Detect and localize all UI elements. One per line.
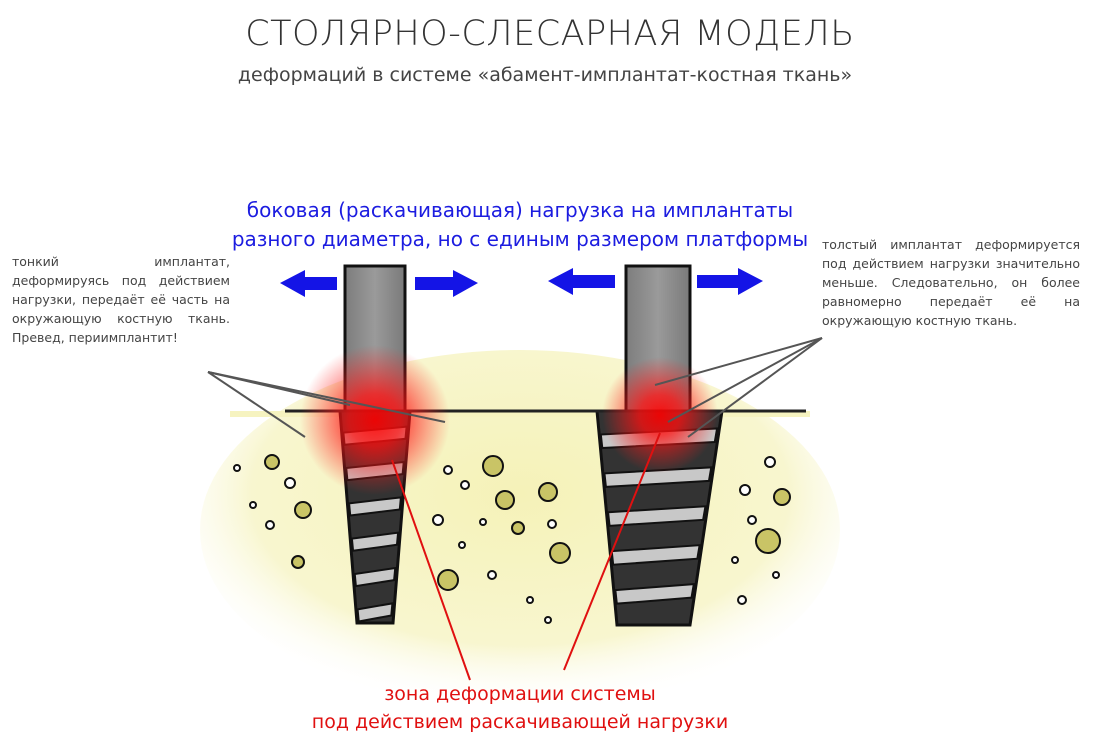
bone-particle xyxy=(526,596,534,604)
bone-particles xyxy=(233,454,791,624)
bone-particle xyxy=(249,501,257,509)
bone-particle xyxy=(482,455,504,477)
bone-particle xyxy=(773,488,791,506)
load-arrows xyxy=(280,268,763,297)
bone-particle xyxy=(547,519,557,529)
implant-thread xyxy=(353,566,397,588)
bone-particle xyxy=(265,520,275,530)
page-subtitle: деформаций в системе «абамент-имплантат-… xyxy=(237,64,853,86)
bone-particle xyxy=(737,595,747,605)
implant-thread xyxy=(356,602,394,623)
bone-particle xyxy=(437,569,459,591)
bone-particle xyxy=(460,480,470,490)
bone-particle xyxy=(432,514,444,526)
arrow-right-icon xyxy=(415,270,478,297)
arrow-right-icon xyxy=(697,268,763,295)
thick-implant-note: толстый имплантат деформируется под дейс… xyxy=(822,237,1080,328)
bone-particle xyxy=(458,541,466,549)
implant-thread xyxy=(610,544,701,566)
bone-particle xyxy=(291,555,305,569)
bone-particle xyxy=(739,484,751,496)
bone-particle xyxy=(284,477,296,489)
zone-caption-line: под действием раскачивающей нагрузки xyxy=(311,711,729,733)
bone-particle xyxy=(487,570,497,580)
load-caption: боковая (раскачивающая) нагрузка на импл… xyxy=(230,196,810,254)
bone-particle xyxy=(264,454,280,470)
bone-particle xyxy=(495,490,515,510)
deformation-glow-right xyxy=(602,357,718,473)
deformation-glow-left xyxy=(300,345,450,495)
implant-thread xyxy=(614,582,696,605)
implant-thread xyxy=(606,505,707,527)
bone-particle xyxy=(233,464,241,472)
implant-thread xyxy=(347,496,403,517)
zone-caption-line: зона деформации системы xyxy=(384,683,656,705)
arrow-left-icon xyxy=(280,270,337,297)
bone-particle xyxy=(549,542,571,564)
bone-particle xyxy=(479,518,487,526)
bone-particle xyxy=(755,528,781,554)
arrow-left-icon xyxy=(548,268,615,295)
bone-particle xyxy=(544,616,552,624)
load-caption-line: разного диаметра, но с единым размером п… xyxy=(231,227,809,251)
bone-particle xyxy=(443,465,453,475)
bone-particle xyxy=(511,521,525,535)
thick-implant xyxy=(595,264,724,627)
page-title: СТОЛЯРНО-СЛЕСАРНАЯ МОДЕЛЬ xyxy=(245,14,855,54)
implant-thread xyxy=(350,531,400,552)
bone-particle xyxy=(538,482,558,502)
bone-particle xyxy=(294,501,312,519)
zone-pointers xyxy=(391,432,661,681)
load-caption-line: боковая (раскачивающая) нагрузка на импл… xyxy=(246,198,794,222)
bone-particle xyxy=(772,571,780,579)
thin-implant-note: тонкий имплантат, деформируясь под дейст… xyxy=(12,254,230,345)
bone-particle xyxy=(731,556,739,564)
bone-particle xyxy=(747,515,757,525)
note-pointers xyxy=(207,337,823,438)
zone-caption: зона деформации системы под действием ра… xyxy=(270,680,770,736)
bone-particle xyxy=(764,456,776,468)
